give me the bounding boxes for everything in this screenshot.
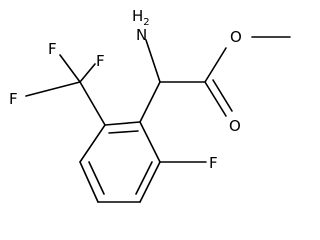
ring-double-bond-inner-3 xyxy=(135,161,153,195)
bond-cf3-carbon-to-f2 xyxy=(79,63,96,83)
bond-ring-to-alpha-carbon xyxy=(139,81,161,123)
amine-nitrogen-label: H2 xyxy=(132,7,150,28)
ring-fluorine-label: F xyxy=(209,154,218,172)
ring-bond-c1-c2 xyxy=(104,121,141,126)
structure-canvas: H2 N O O F F F F xyxy=(9,7,291,203)
cf3-fluorine-1-label: F xyxy=(48,40,57,58)
amine-nitrogen-atom: N xyxy=(136,26,147,44)
cf3-fluorine-2-label: F xyxy=(96,52,105,70)
ring-bond-c6-c1 xyxy=(139,121,161,163)
bond-alpha-carbon-to-nitrogen xyxy=(145,39,161,83)
carbonyl-double-bond-1 xyxy=(204,81,227,117)
ring-double-bond-inner-2 xyxy=(88,161,105,195)
ring-bond-c5-c6 xyxy=(139,161,161,203)
bond-ring-to-cf3-carbon xyxy=(79,81,106,126)
molecule-diagram: H2 N O O F F F F xyxy=(9,7,291,203)
bond-carbonyl-to-ester-oxygen xyxy=(204,47,227,83)
bond-cf3-carbon-to-f1 xyxy=(59,54,81,83)
carbonyl-double-bond-2 xyxy=(212,79,233,112)
ring-bond-c2-c3 xyxy=(79,124,106,163)
bond-cf3-carbon-to-f3 xyxy=(25,81,81,97)
ring-double-bond-inner-1 xyxy=(108,130,139,134)
cf3-fluorine-3-label: F xyxy=(9,90,18,108)
carbonyl-oxygen-label: O xyxy=(229,117,241,135)
ring-bond-c3-c4 xyxy=(79,161,99,203)
ester-oxygen-label: O xyxy=(230,28,242,46)
